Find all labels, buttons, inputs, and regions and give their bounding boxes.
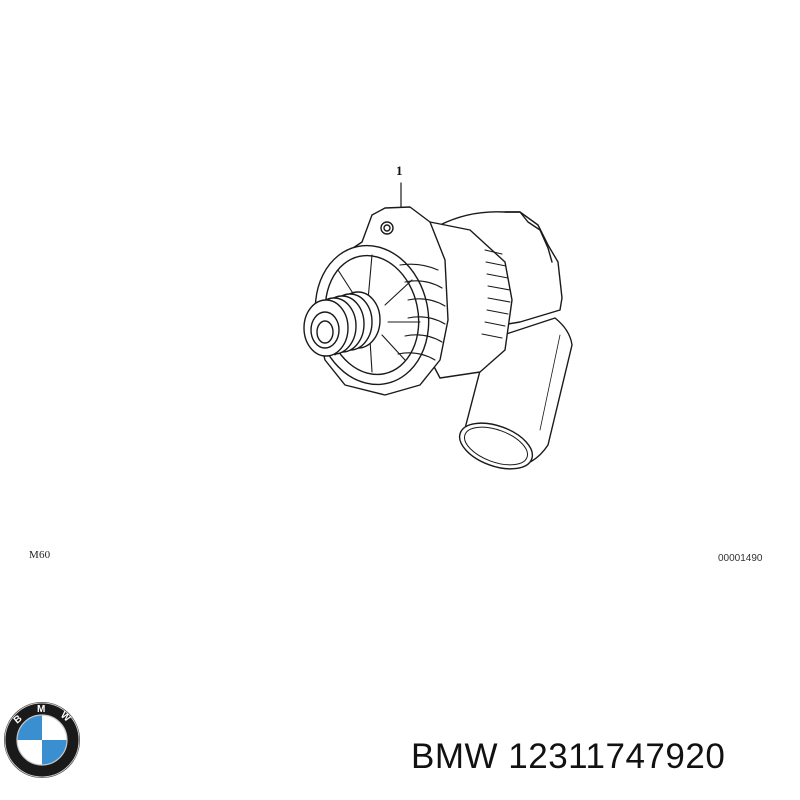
outlet-tube-opening — [458, 422, 534, 470]
cooling-slots — [397, 263, 446, 361]
engine-code-label: M60 — [29, 549, 51, 561]
logo-letter-m: M — [37, 704, 45, 715]
pulley — [303, 291, 381, 357]
part-number-caption: BMW 12311747920 — [411, 737, 726, 776]
stator-ribs — [481, 249, 511, 339]
callout-number: 1 — [396, 163, 403, 178]
bmw-logo-icon: B M W — [4, 702, 80, 778]
mounting-ear-hole — [380, 221, 394, 235]
drawing-number-label: 00001490 — [718, 553, 763, 564]
